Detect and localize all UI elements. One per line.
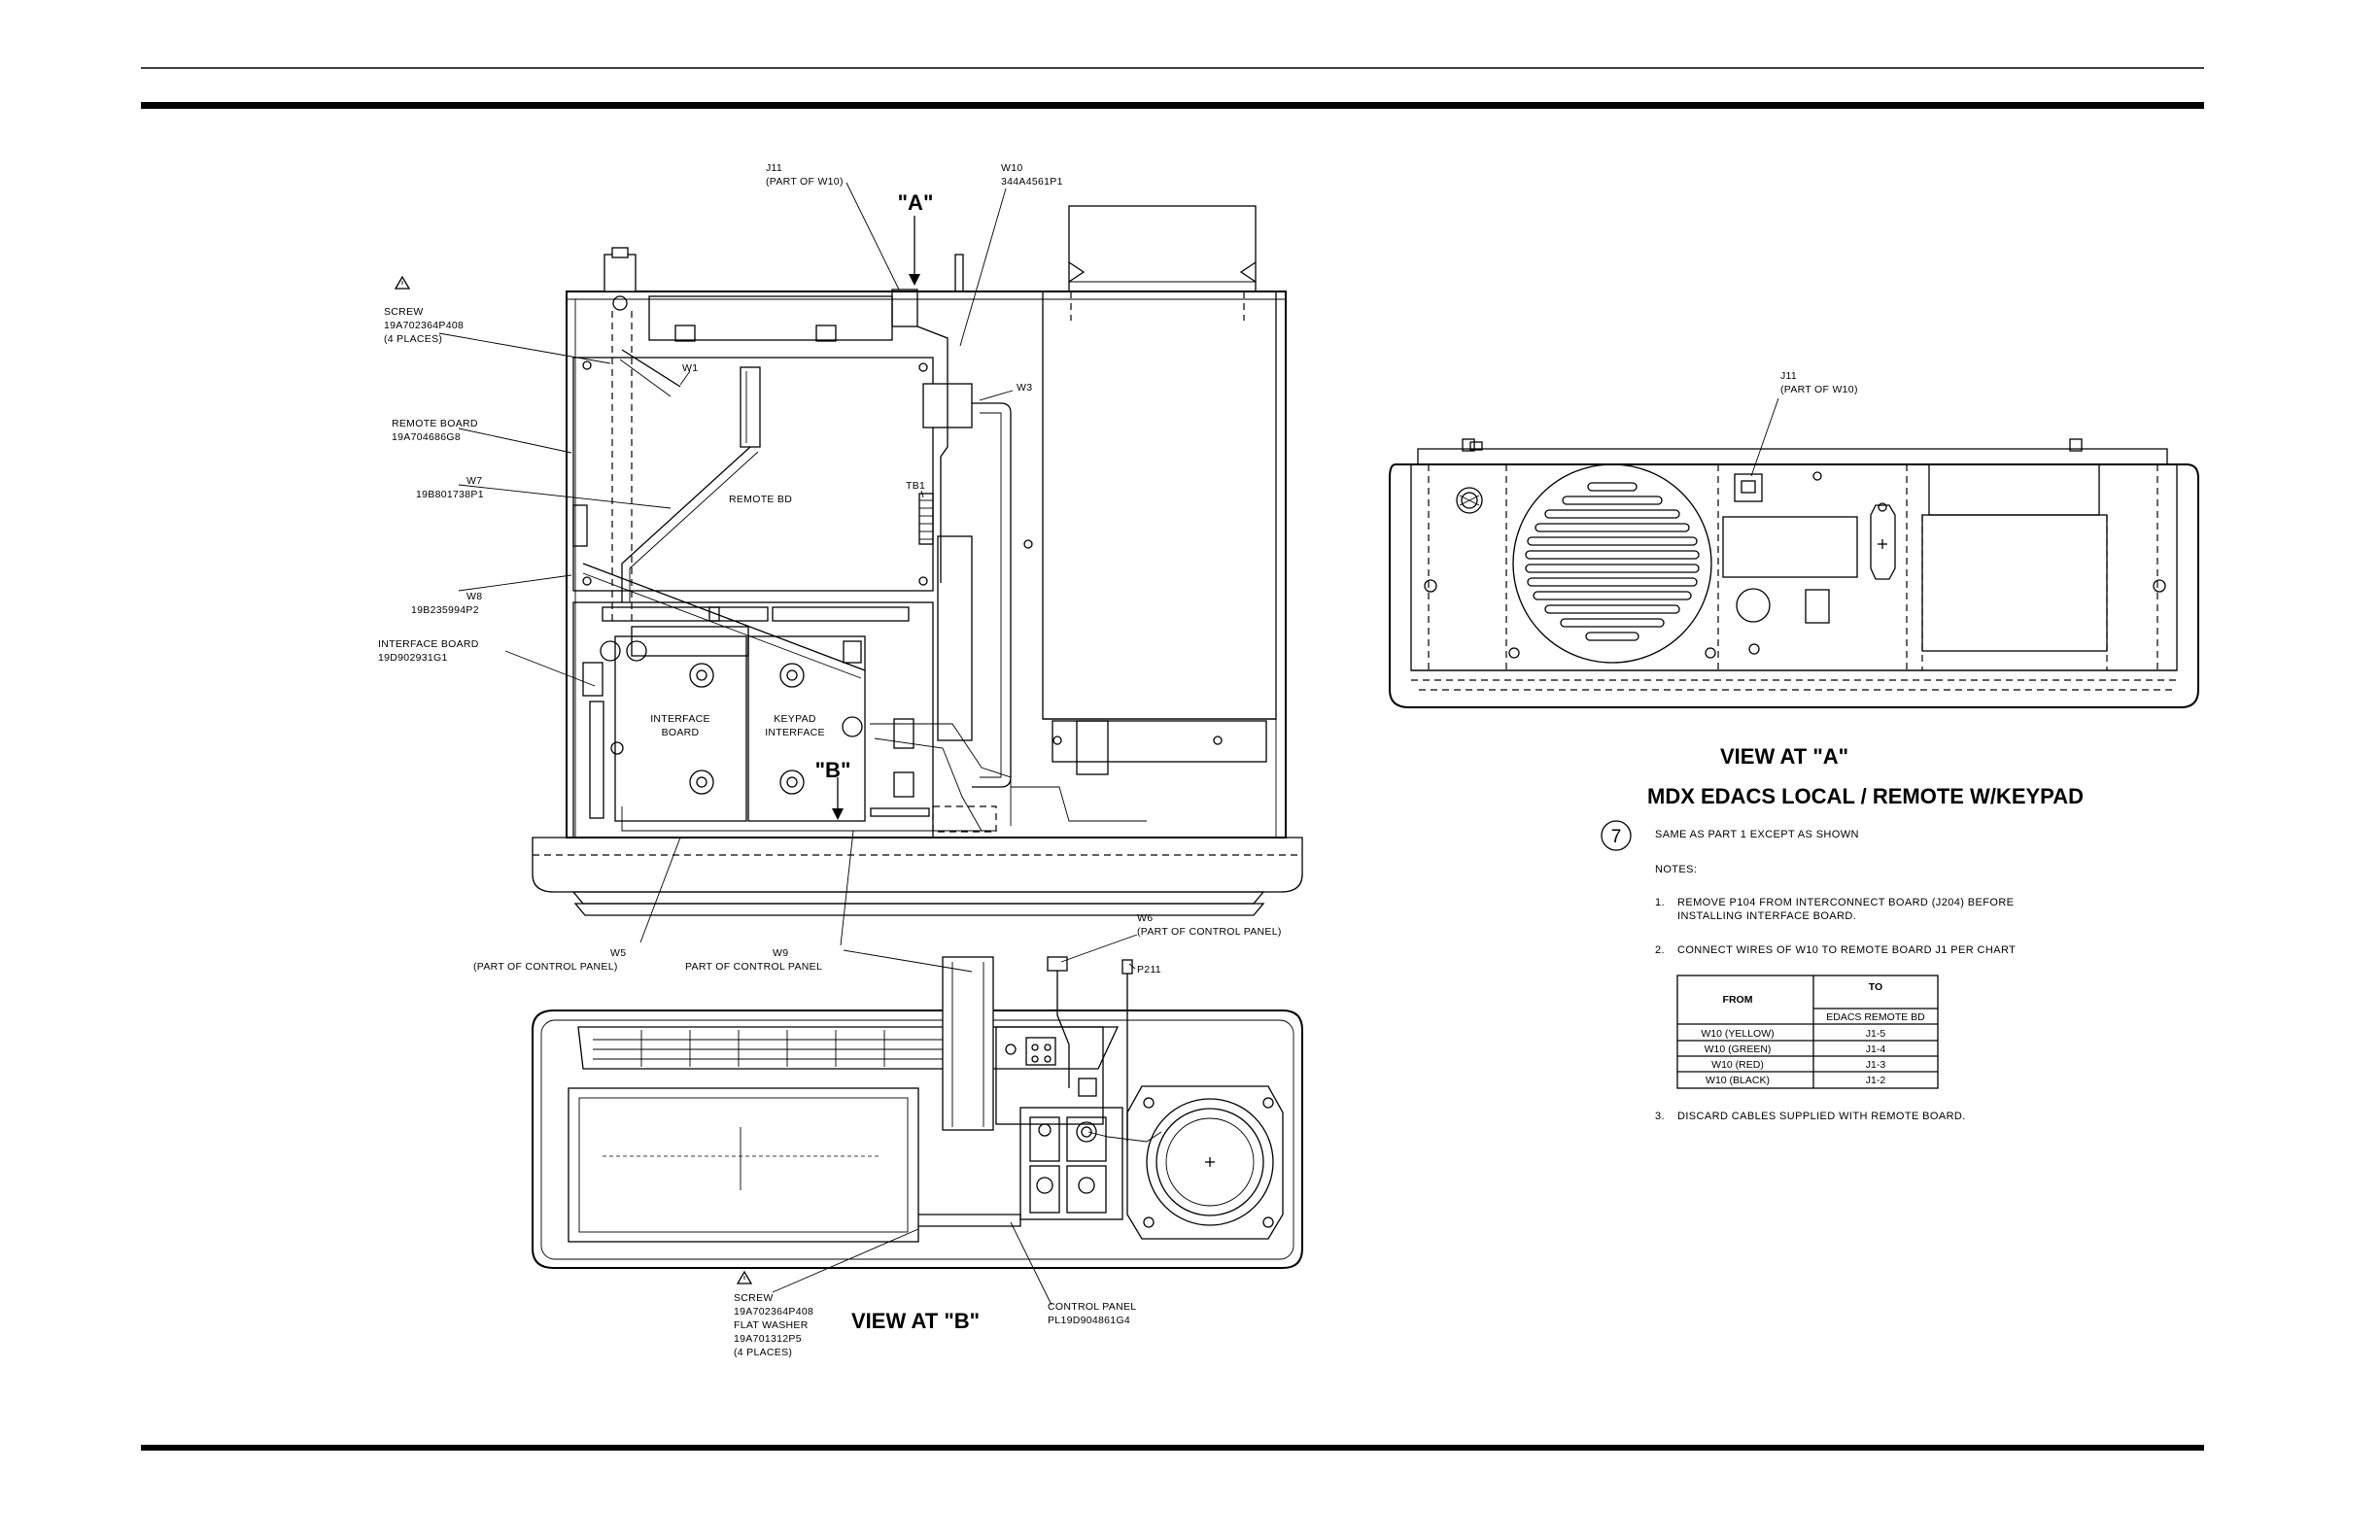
callout-labels: J11 (PART OF W10) W10 344A4561P1 "A" SCR… [378,162,1858,1358]
wire-table: FROM TO EDACS REMOTE BD W10 (YELLOW) J1-… [1676,975,1939,1089]
label-control-panel: CONTROL PANEL [1048,1301,1136,1313]
table-row-4-from: W10 (BLACK) [1706,1075,1770,1086]
label-w8-part: 19B235994P2 [411,604,479,616]
table-row-1-from: W10 (YELLOW) [1701,1028,1774,1040]
note-1-line1: REMOVE P104 FROM INTERCONNECT BOARD (J20… [1677,897,2014,908]
label-screw-top-qty: (4 PLACES) [384,333,442,345]
marker-view-b: "B" [815,758,851,782]
notes-heading: NOTES: [1655,864,1697,875]
notes-block: MDX EDACS LOCAL / REMOTE W/KEYPAD SAME A… [1647,784,2084,1122]
label-tb1: TB1 [906,480,925,492]
part-description: SAME AS PART 1 EXCEPT AS SHOWN [1655,829,1859,840]
title-view-a: VIEW AT "A" [1720,744,1848,769]
table-row-4-to: J1-2 [1866,1075,1886,1086]
table-header-to-sub: EDACS REMOTE BD [1826,1011,1925,1023]
label-screw-bottom: SCREW [734,1292,774,1304]
note-2-line1: CONNECT WIRES OF W10 TO REMOTE BOARD J1 … [1677,944,2016,956]
table-row-2-to: J1-4 [1866,1044,1886,1055]
label-interface-board-part: 19D902931G1 [378,652,448,664]
note-2-num: 2. [1655,944,1665,956]
label-screw-top-part: 19A702364P408 [384,320,464,331]
table-row-1-to: J1-5 [1866,1028,1886,1040]
label-w6-sub: (PART OF CONTROL PANEL) [1137,926,1282,938]
note-1-line2: INSTALLING INTERFACE BOARD. [1677,910,1856,922]
label-w3: W3 [1017,382,1032,394]
label-interface-line1: INTERFACE [650,713,710,725]
label-w7-part: 19B801738P1 [416,489,484,500]
table-row-2-from: W10 (GREEN) [1705,1044,1772,1055]
label-flat-washer-part: 19A701312P5 [734,1333,802,1345]
label-w8: W8 [466,591,482,602]
label-remote-board: REMOTE BOARD [392,418,478,429]
label-j11-right: J11 [1780,370,1797,382]
label-screw-bottom-qty: (4 PLACES) [734,1347,792,1358]
title-view-b: VIEW AT "B" [851,1309,980,1333]
label-remote-bd: REMOTE BD [729,494,792,505]
label-remote-board-part: 19A704686G8 [392,431,461,443]
top-view [438,182,1303,946]
note-1-num: 1. [1655,897,1665,908]
label-w9: W9 [773,947,788,959]
label-control-panel-part: PL19D904861G4 [1048,1315,1130,1326]
label-w7: W7 [466,475,482,487]
label-j11-top: J11 [766,162,782,174]
warning-triangle-icon [394,275,411,290]
note-3-num: 3. [1655,1111,1665,1122]
label-keypad-line2: INTERFACE [765,727,825,738]
drawing-title: MDX EDACS LOCAL / REMOTE W/KEYPAD [1647,784,2084,808]
label-interface-board: INTERFACE BOARD [378,638,479,650]
label-w6: W6 [1137,912,1153,924]
table-row-3-from: W10 (RED) [1711,1059,1764,1071]
part-number: 7 [1611,827,1622,847]
table-row-3-to: J1-3 [1866,1059,1886,1071]
label-w1: W1 [682,362,698,374]
part-number-badge: 7 [1601,820,1632,851]
view-b-drawing [532,934,1303,1306]
label-j11-top-sub: (PART OF W10) [766,176,844,188]
label-screw-top: SCREW [384,306,424,318]
table-header-from: FROM [1723,994,1753,1006]
page-rules [141,67,2204,1451]
label-w10-part: 344A4561P1 [1001,176,1063,188]
label-w10: W10 [1001,162,1023,174]
label-w5-sub: (PART OF CONTROL PANEL) [473,961,618,973]
label-p211: P211 [1137,964,1161,975]
label-w5: W5 [610,947,626,959]
view-a-drawing [1389,397,2199,708]
label-flat-washer: FLAT WASHER [734,1319,809,1331]
marker-view-a: "A" [898,190,934,215]
table-header-to: TO [1869,981,1882,993]
label-j11-right-sub: (PART OF W10) [1780,384,1858,395]
label-w9-sub: PART OF CONTROL PANEL [685,961,822,973]
label-screw-bottom-part: 19A702364P408 [734,1306,813,1318]
label-keypad-line1: KEYPAD [774,713,816,725]
note-3-line1: DISCARD CABLES SUPPLIED WITH REMOTE BOAR… [1677,1111,1966,1122]
label-interface-line2: BOARD [662,727,700,738]
